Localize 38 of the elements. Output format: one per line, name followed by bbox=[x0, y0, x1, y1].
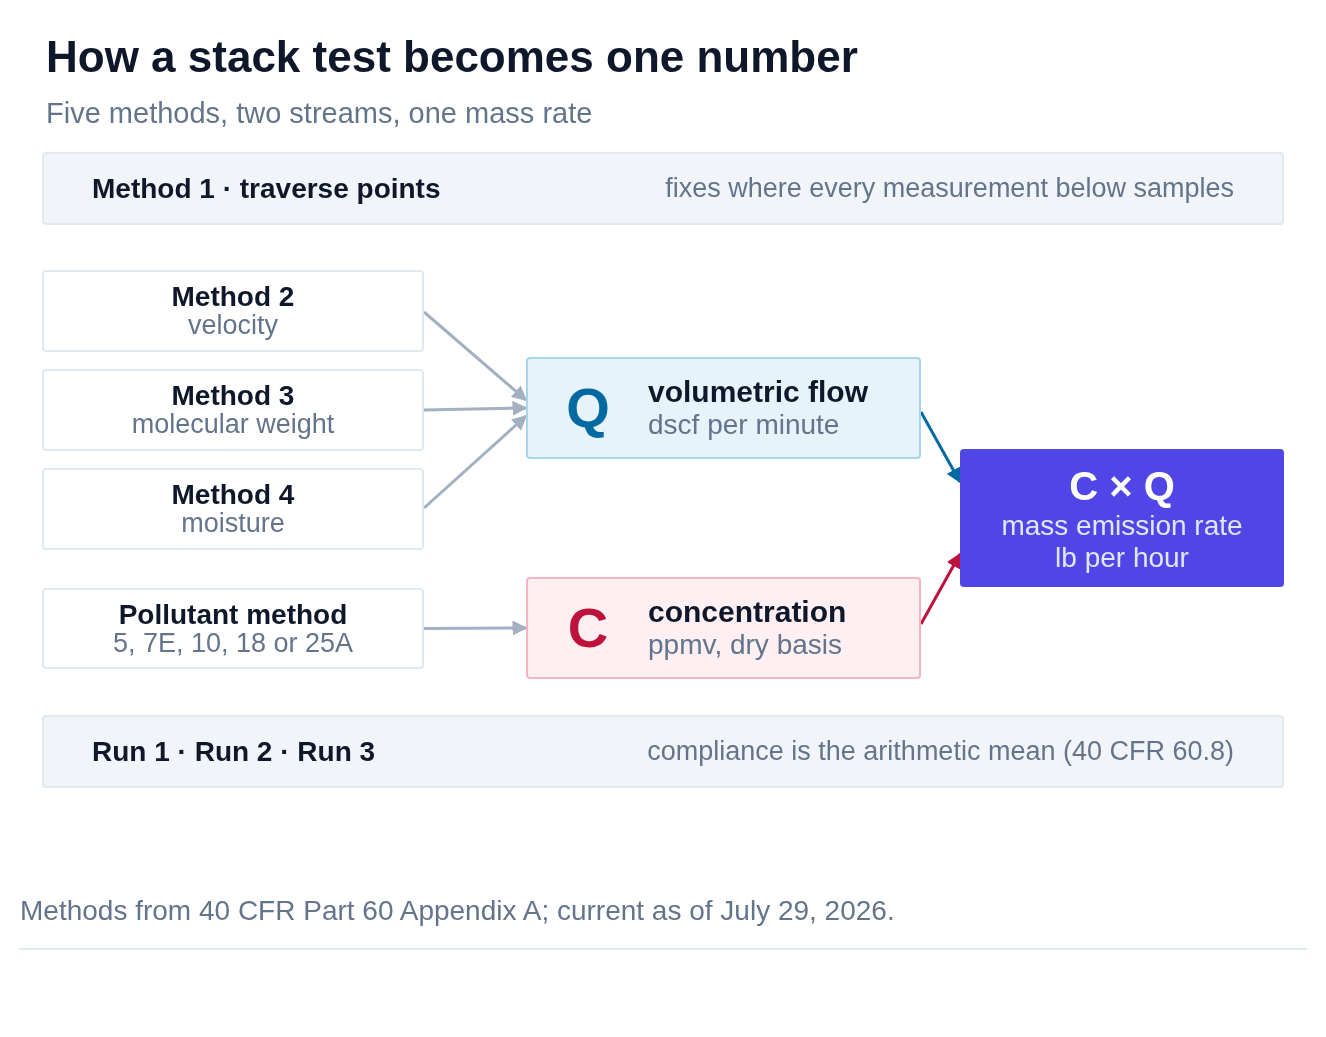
result-box bbox=[960, 449, 1284, 587]
band-heading: Run 1 · Run 2 · Run 3 bbox=[92, 734, 376, 769]
arrow bbox=[919, 411, 962, 484]
arrow bbox=[423, 400, 528, 416]
concentration-box bbox=[526, 577, 921, 679]
flow-box bbox=[526, 357, 921, 459]
arrow bbox=[424, 620, 528, 636]
method-description: velocity bbox=[188, 311, 278, 339]
stream-name: volumetric flow bbox=[648, 375, 869, 408]
variable-symbol: C bbox=[566, 595, 610, 661]
formula: C × Q bbox=[1069, 463, 1175, 510]
title: How a stack test becomes one number bbox=[46, 31, 858, 83]
method-box bbox=[42, 270, 424, 352]
method-name: Method 4 bbox=[171, 481, 295, 509]
info-band bbox=[42, 152, 1284, 225]
subtitle: Five methods, two streams, one mass rate bbox=[46, 96, 593, 131]
band-note: compliance is the arithmetic mean (40 CFR 60.8) bbox=[647, 735, 1234, 769]
band-note: fixes where every measurement below samples bbox=[665, 172, 1234, 206]
stream-name: concentration bbox=[648, 595, 847, 628]
arrow bbox=[423, 310, 528, 402]
method-box bbox=[42, 468, 424, 550]
caption: Methods from 40 CFR Part 60 Appendix A; current as of July 29, 2026. bbox=[20, 894, 895, 928]
arrow bbox=[423, 414, 528, 510]
method-description: molecular weight bbox=[131, 410, 335, 438]
method-name: Method 2 bbox=[171, 283, 295, 311]
arrow bbox=[919, 552, 962, 625]
stream-unit: ppmv, dry basis bbox=[648, 628, 843, 661]
band-heading: Method 1 · traverse points bbox=[92, 171, 441, 206]
method-box bbox=[42, 588, 424, 669]
method-description: 5, 7E, 10, 18 or 25A bbox=[112, 628, 354, 657]
method-description: moisture bbox=[181, 509, 285, 537]
info-band bbox=[42, 715, 1284, 788]
variable-symbol: Q bbox=[565, 375, 611, 441]
result-description: mass emission rate lb per hour bbox=[1000, 510, 1244, 574]
method-box bbox=[42, 369, 424, 451]
method-name: Pollutant method bbox=[118, 600, 348, 629]
stream-unit: dscf per minute bbox=[648, 408, 841, 441]
method-name: Method 3 bbox=[171, 382, 295, 410]
